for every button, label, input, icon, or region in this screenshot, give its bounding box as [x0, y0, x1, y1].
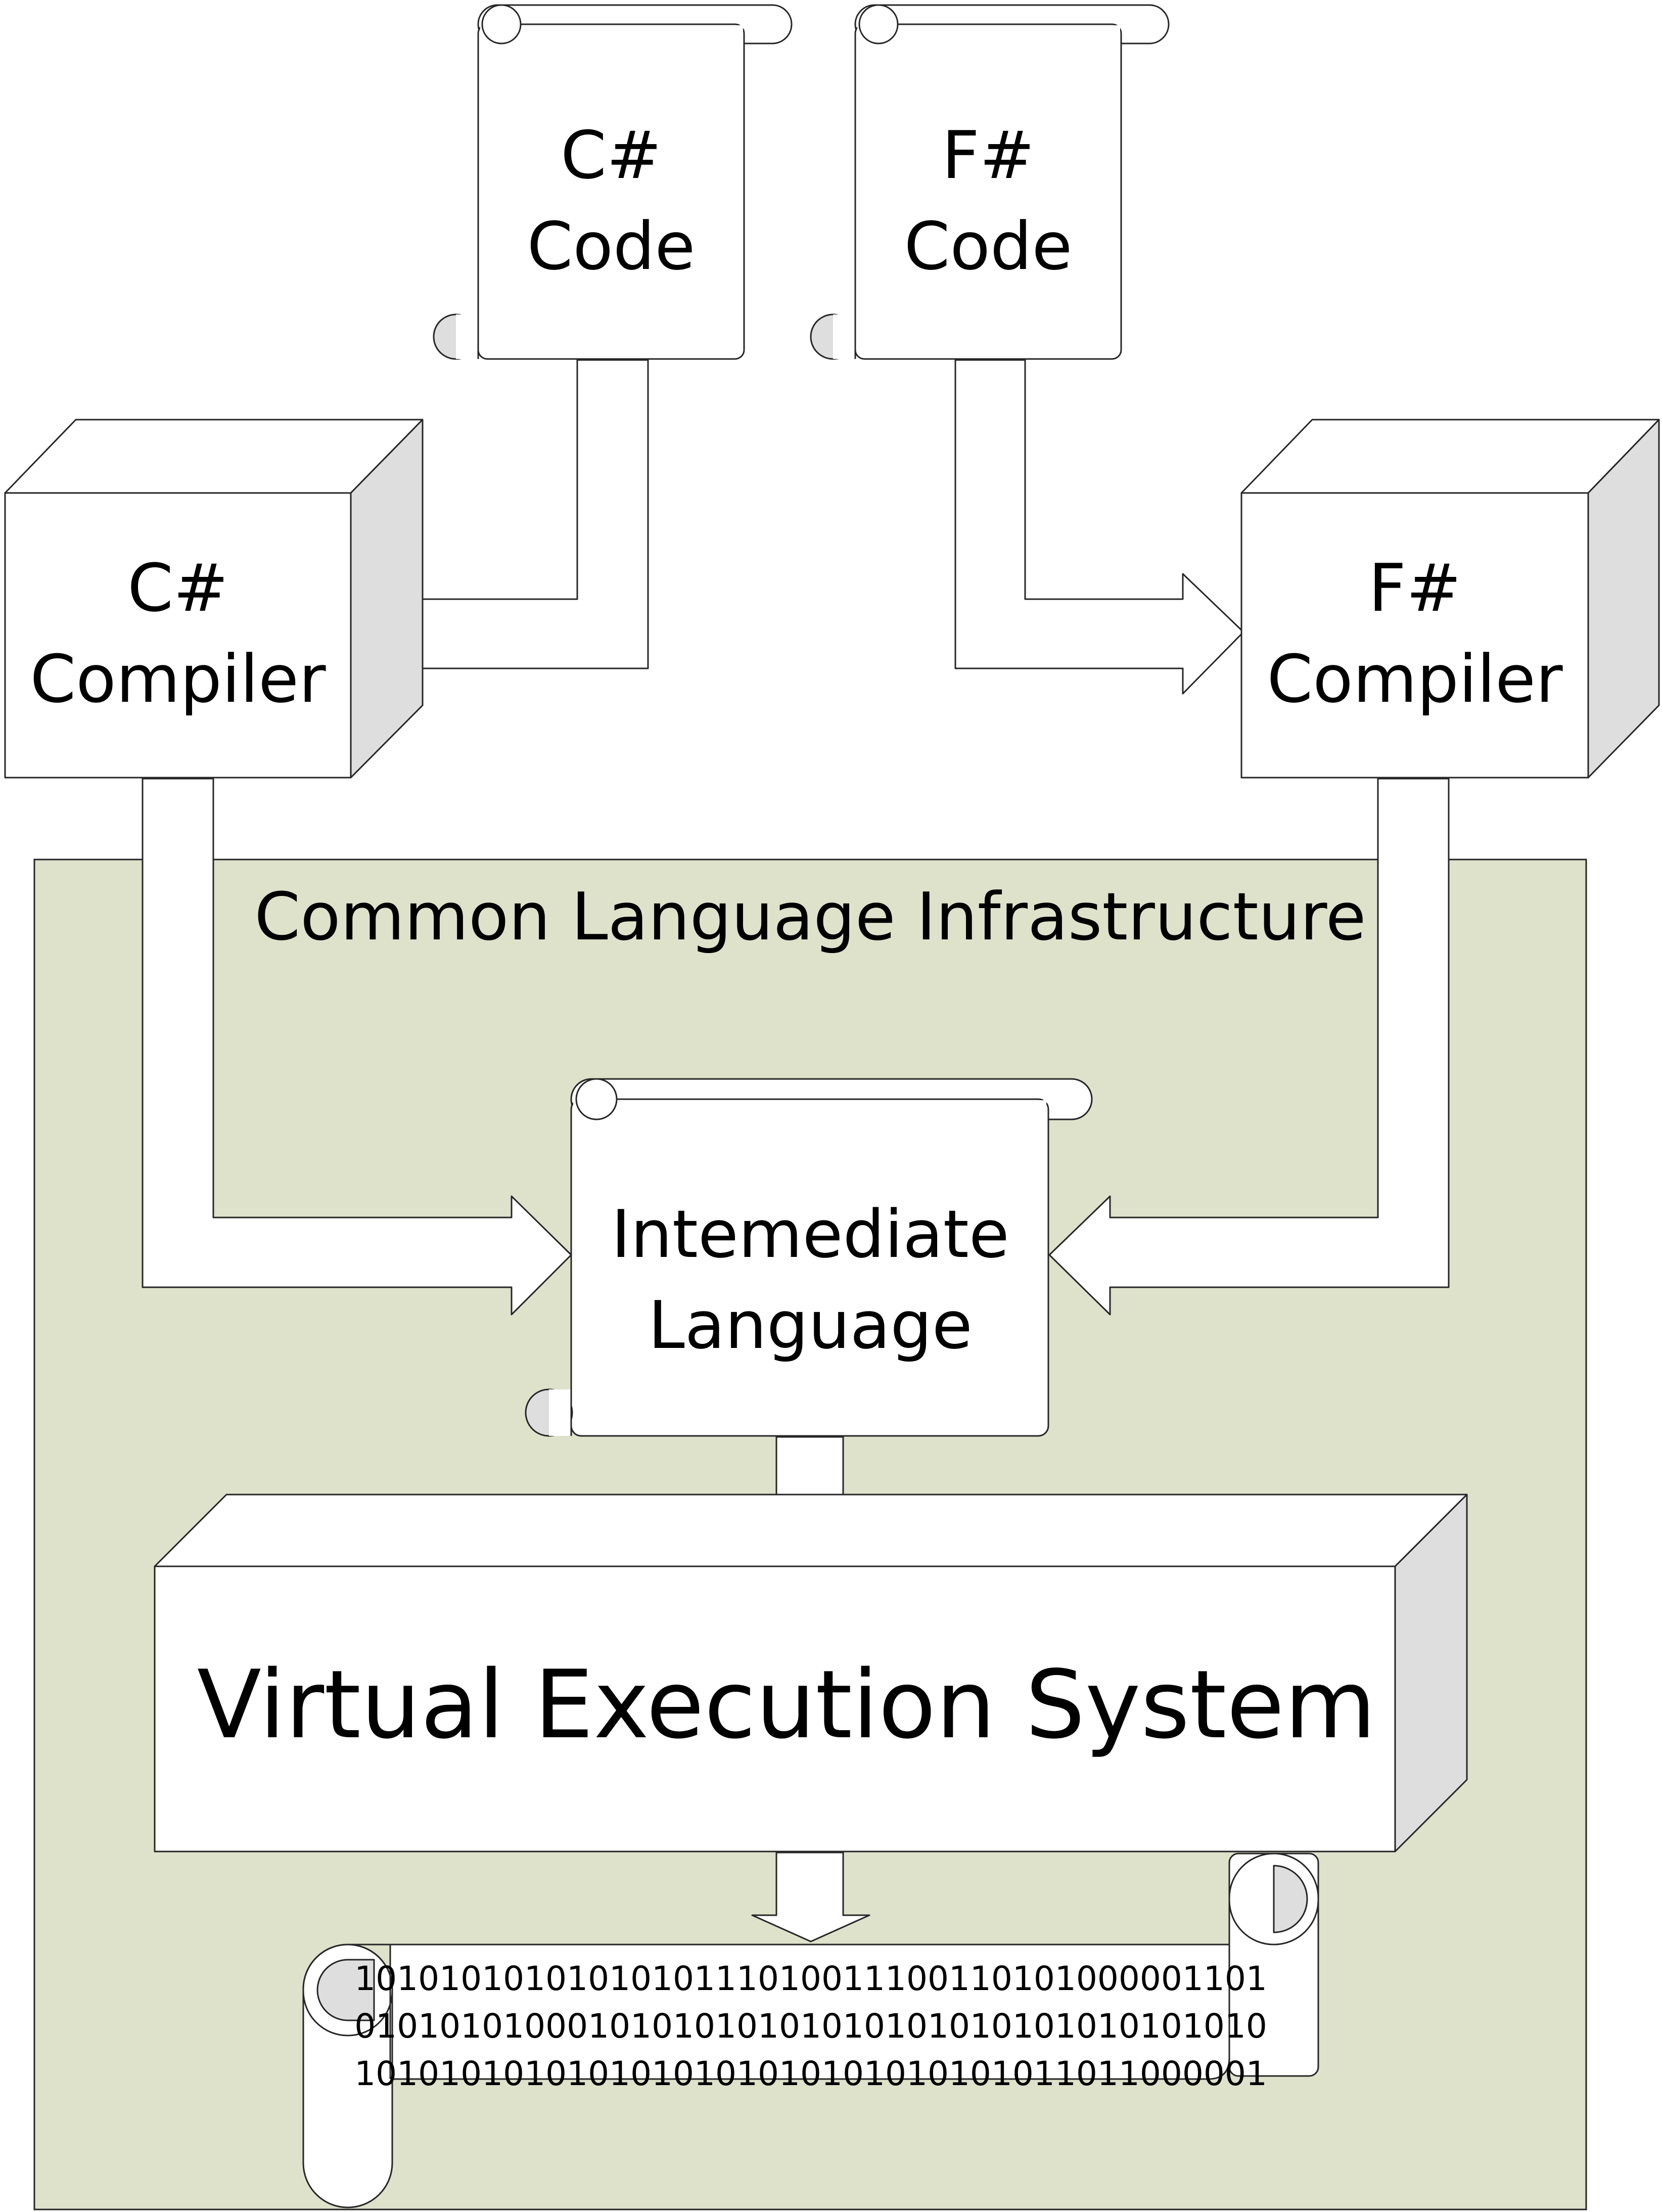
fsharp-compiler-cube: F# Compiler [1240, 419, 1660, 779]
csharp-compiler-cube: C# Compiler [4, 419, 424, 779]
ves-block: Virtual Execution System [154, 1494, 1468, 1853]
fsharp-code-line1: F# [942, 117, 1035, 194]
fsharp-code-scroll: F# Code [810, 4, 1170, 360]
cli-label: Common Language Infrastructure [254, 878, 1366, 955]
csharp-compiler-line1: C# [127, 550, 228, 626]
machine-code-line1: 1010101010101010111010011100110101000001… [354, 1959, 1267, 1998]
machine-code-line3: 1010101010101010101010101010101011011000… [354, 2054, 1267, 2093]
arrow-ves-to-machine-code [751, 1852, 870, 1943]
arrow-fsharp-compiler-to-il [1048, 778, 1450, 1316]
arrow-csharp-compiler-to-il [142, 778, 572, 1316]
fsharp-code-line2: Code [904, 208, 1073, 285]
il-scroll: Intemediate Language [525, 1078, 1093, 1437]
csharp-compiler-line2: Compiler [30, 641, 326, 717]
csharp-code-line1: C# [561, 117, 662, 194]
machine-code-scroll: 1010101010101010111010011100110101000001… [302, 1853, 1319, 2208]
machine-code-line2: 0101010100010101010101010101010101010101… [354, 2007, 1267, 2046]
arrow-fsharp-code-to-compiler [954, 359, 1244, 695]
csharp-code-line2: Code [527, 208, 696, 285]
fsharp-compiler-line2: Compiler [1267, 641, 1563, 717]
csharp-code-scroll: C# Code [433, 4, 793, 360]
ves-label: Virtual Execution System [197, 1650, 1376, 1759]
il-line1: Intemediate [611, 1196, 1009, 1273]
fsharp-compiler-line1: F# [1368, 550, 1461, 626]
il-line2: Language [648, 1287, 973, 1364]
